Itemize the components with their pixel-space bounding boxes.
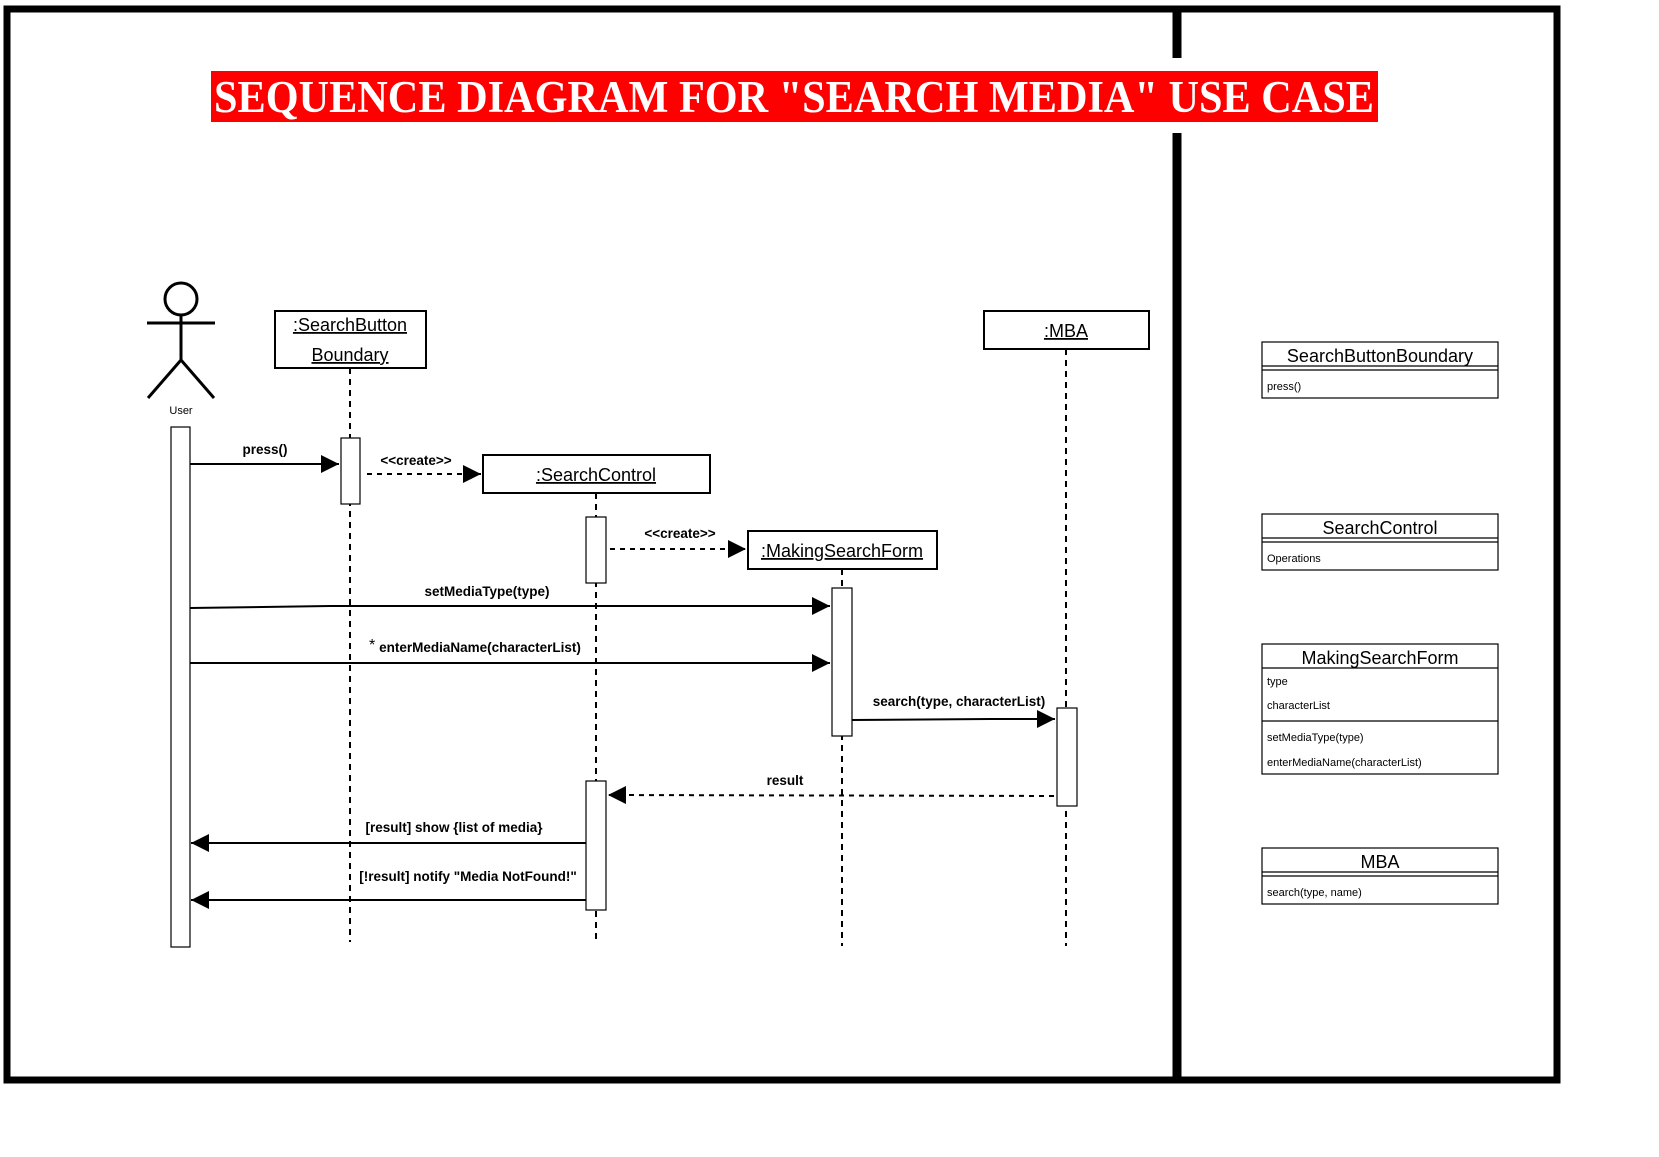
lifeline-label-search-button-boundary-2: Boundary <box>311 345 388 365</box>
class-name-making-search-form: MakingSearchForm <box>1301 648 1458 668</box>
message-set-media-type-arrow <box>189 597 830 615</box>
lifeline-label-mba: :MBA <box>1044 321 1088 341</box>
activation-making-search-form <box>831 587 853 737</box>
message-set-media-type-label: setMediaType(type) <box>424 584 549 599</box>
lifeline-head-making-search-form[interactable]: :MakingSearchForm <box>747 530 938 570</box>
class-op-enter-media-name: enterMediaName(characterList) <box>1267 757 1422 769</box>
activation-search-button-boundary <box>340 437 361 505</box>
message-search-label: search(type, characterList) <box>873 694 1046 709</box>
class-op-press: press() <box>1267 381 1301 393</box>
class-name-mba: MBA <box>1360 852 1399 872</box>
message-enter-media-name-label: enterMediaName(characterList) <box>379 640 581 655</box>
lifeline-head-mba[interactable]: :MBA <box>983 310 1150 350</box>
message-press-label: press() <box>242 442 287 457</box>
page-title: SEQUENCE DIAGRAM FOR "SEARCH MEDIA" USE … <box>214 72 1374 122</box>
lifeline-head-search-control[interactable]: :SearchControl <box>482 454 711 494</box>
class-box-making-search-form[interactable]: MakingSearchForm type characterList setM… <box>1261 643 1499 775</box>
class-box-search-control[interactable]: SearchControl Operations <box>1261 513 1499 571</box>
lifeline-label-making-search-form: :MakingSearchForm <box>761 541 923 561</box>
activation-user <box>170 426 191 948</box>
stick-figure-icon <box>146 281 216 399</box>
message-create-form-label: <<create>> <box>644 526 715 541</box>
class-op-set-media-type: setMediaType(type) <box>1267 732 1364 744</box>
class-attr-type: type <box>1267 676 1288 688</box>
actor-label: User <box>169 405 193 417</box>
message-notify-label: [!result] notify "Media NotFound!" <box>359 869 577 884</box>
class-attr-character-list: characterList <box>1267 700 1330 712</box>
message-result-label: result <box>767 773 804 788</box>
message-create-control-label: <<create>> <box>380 453 451 468</box>
title-banner <box>211 71 1378 122</box>
class-box-search-button-boundary[interactable]: SearchButtonBoundary press() <box>1261 341 1499 399</box>
class-box-mba[interactable]: MBA search(type, name) <box>1261 847 1499 905</box>
class-name-search-control: SearchControl <box>1322 518 1437 538</box>
outer-frame <box>3 5 1561 1084</box>
class-name-search-button-boundary: SearchButtonBoundary <box>1287 346 1473 366</box>
class-op-search: search(type, name) <box>1267 887 1362 899</box>
class-op-operations: Operations <box>1267 553 1321 565</box>
activation-search-control-1 <box>585 516 607 584</box>
iteration-marker: * <box>369 637 375 654</box>
message-result-arrow <box>607 786 1055 805</box>
message-search-arrow <box>851 710 1055 728</box>
activation-search-control-2 <box>585 780 607 911</box>
lifeline-head-search-button-boundary[interactable]: :SearchButton Boundary <box>274 310 427 369</box>
activation-mba <box>1056 707 1078 807</box>
lifeline-label-search-control: :SearchControl <box>536 465 656 485</box>
lifeline-label-search-button-boundary-1: :SearchButton <box>293 315 407 335</box>
message-show-label: [result] show {list of media} <box>365 820 543 835</box>
